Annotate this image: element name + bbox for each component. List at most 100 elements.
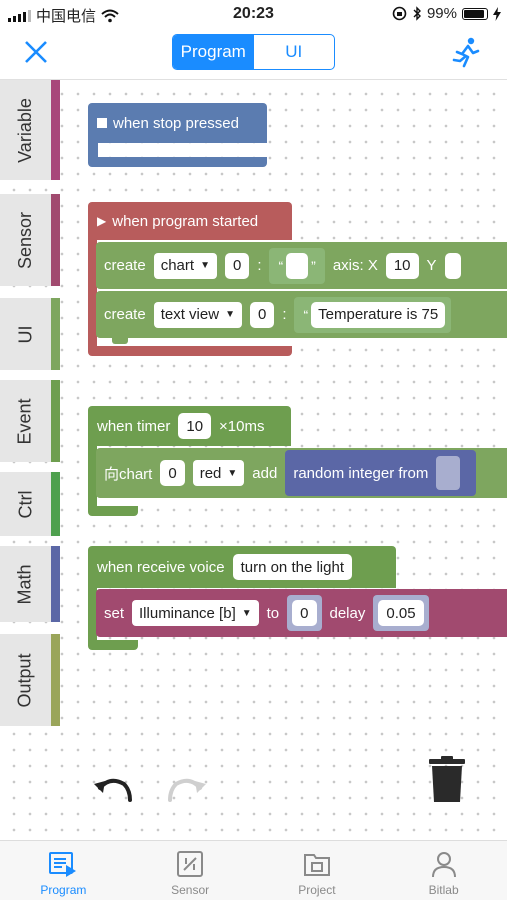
set-label: set (104, 604, 125, 622)
random-integer-block[interactable]: random integer from (285, 450, 477, 496)
category-event[interactable]: Event (0, 380, 60, 462)
delay-label: delay (329, 604, 366, 622)
start-block[interactable]: ▶ when program started create chart▼ 0 :… (88, 202, 507, 358)
value-slot[interactable]: 0 (287, 595, 322, 631)
tab-bitlab[interactable]: Bitlab (380, 841, 507, 900)
widget-dropdown[interactable]: chart▼ (153, 252, 217, 279)
tab-program[interactable]: Program (173, 35, 254, 69)
stop-block-label: when stop pressed (113, 114, 239, 132)
axis-x-label: axis: X (332, 257, 378, 274)
index-field[interactable]: 0 (249, 301, 275, 328)
tab-program[interactable]: Program (0, 841, 127, 900)
delay-field[interactable]: 0.05 (378, 600, 424, 626)
string-block[interactable]: “ Temperature is 75 (294, 296, 452, 333)
create-chart-block[interactable]: create chart▼ 0 : “ ” axis: X 10 Y (96, 242, 507, 289)
tab-project[interactable]: Project (254, 841, 381, 900)
axis-y-label: Y (426, 257, 437, 274)
min-slot[interactable] (436, 456, 461, 490)
category-math[interactable]: Math (0, 546, 60, 622)
random-integer-label: random integer from (293, 464, 429, 482)
create-label: create (104, 306, 146, 323)
play-icon: ▶ (97, 214, 107, 228)
timer-block[interactable]: when timer 10 ×10ms 向chart 0 red ▼ add ra… (88, 406, 507, 518)
timer-unit-label: ×10ms (219, 417, 265, 435)
signal-icon (8, 9, 31, 22)
category-label: Output (15, 652, 36, 708)
chart-add-block[interactable]: 向chart 0 red ▼ add random integer from (96, 448, 507, 498)
category-label: Variable (15, 97, 35, 163)
rotation-lock-icon (392, 6, 407, 21)
category-output[interactable]: Output (0, 634, 60, 726)
block-workspace[interactable]: Variable Sensor UI Event Ctrl Math Outpu… (0, 80, 507, 840)
widget-dropdown-value: text view (160, 306, 220, 323)
caret-down-icon: ▼ (227, 467, 238, 479)
voice-block[interactable]: when receive voice turn on the light set… (88, 546, 507, 652)
redo-icon[interactable] (164, 772, 210, 808)
axis-x-field[interactable]: 10 (385, 252, 419, 279)
string-block[interactable]: “ ” (269, 247, 325, 284)
carrier-label: 中国电信 (36, 8, 97, 25)
trash-icon[interactable] (428, 756, 466, 804)
status-bar: 中国电信 20:23 99% (0, 0, 507, 28)
create-text-block[interactable]: create text view▼ 0 : “ Temperature is 7… (96, 291, 507, 338)
battery-icon (462, 7, 488, 20)
battery-percent: 99% (426, 5, 457, 22)
program-icon (49, 852, 77, 877)
stop-square-icon (97, 118, 107, 128)
tab-label: Bitlab (428, 883, 459, 897)
create-label: create (104, 257, 146, 274)
category-variable[interactable]: Variable (0, 80, 60, 180)
chart-prefix-label: 向chart (104, 465, 153, 483)
output-target-dropdown[interactable]: Illuminance [b] ▼ (132, 600, 259, 626)
string-field[interactable] (286, 252, 309, 279)
tab-label: Project (298, 883, 336, 897)
caret-down-icon: ▼ (241, 607, 252, 619)
color-dropdown-value: red (199, 464, 222, 482)
widget-dropdown[interactable]: text view▼ (153, 301, 242, 328)
timer-interval-field[interactable]: 10 (178, 413, 212, 439)
clock: 20:23 (233, 5, 274, 22)
quote-open-label: “ (303, 306, 309, 323)
tab-sensor[interactable]: Sensor (127, 841, 254, 900)
project-icon (303, 854, 330, 876)
wifi-icon (101, 9, 119, 22)
bitlab-icon (431, 852, 456, 878)
tab-ui[interactable]: UI (285, 42, 303, 61)
string-field[interactable]: Temperature is 75 (311, 301, 446, 328)
stop-block[interactable]: when stop pressed (88, 103, 267, 168)
to-label: to (266, 604, 280, 622)
category-label: Ctrl (15, 490, 35, 518)
close-icon[interactable] (22, 38, 50, 66)
set-block[interactable]: set Illuminance [b] ▼ to 0 delay 0.05 (96, 589, 507, 637)
chart-index-field[interactable]: 0 (160, 460, 185, 486)
category-label: Sensor (15, 211, 36, 269)
charging-icon (493, 6, 501, 21)
output-target-value: Illuminance [b] (139, 604, 236, 622)
index-field[interactable]: 0 (224, 252, 250, 279)
run-icon[interactable] (451, 36, 481, 68)
sensor-icon (177, 851, 204, 877)
undo-icon[interactable] (90, 772, 136, 808)
color-dropdown[interactable]: red ▼ (192, 460, 245, 486)
bottom-tab-bar: Program Sensor Project Bitlab (0, 840, 507, 900)
colon-label: : (282, 306, 287, 323)
tab-label: Program (40, 883, 87, 897)
add-label: add (252, 464, 278, 482)
category-sensor[interactable]: Sensor (0, 194, 60, 286)
caret-down-icon: ▼ (200, 260, 210, 271)
category-ui[interactable]: UI (0, 298, 60, 370)
quote-open-label: “ (278, 257, 284, 274)
category-ctrl[interactable]: Ctrl (0, 472, 60, 536)
delay-slot[interactable]: 0.05 (373, 595, 429, 631)
quote-close-label: ” (311, 257, 316, 274)
voice-label: when receive voice (97, 558, 225, 576)
voice-phrase-field[interactable]: turn on the light (232, 554, 352, 580)
timer-label: when timer (97, 417, 171, 435)
top-toolbar: Program UI (0, 28, 507, 80)
tab-label: Sensor (171, 883, 210, 897)
category-label: Math (15, 563, 35, 605)
colon-label: : (257, 257, 262, 274)
value-field[interactable]: 0 (292, 600, 317, 626)
bluetooth-icon (413, 6, 421, 21)
axis-y-field[interactable] (444, 252, 461, 279)
